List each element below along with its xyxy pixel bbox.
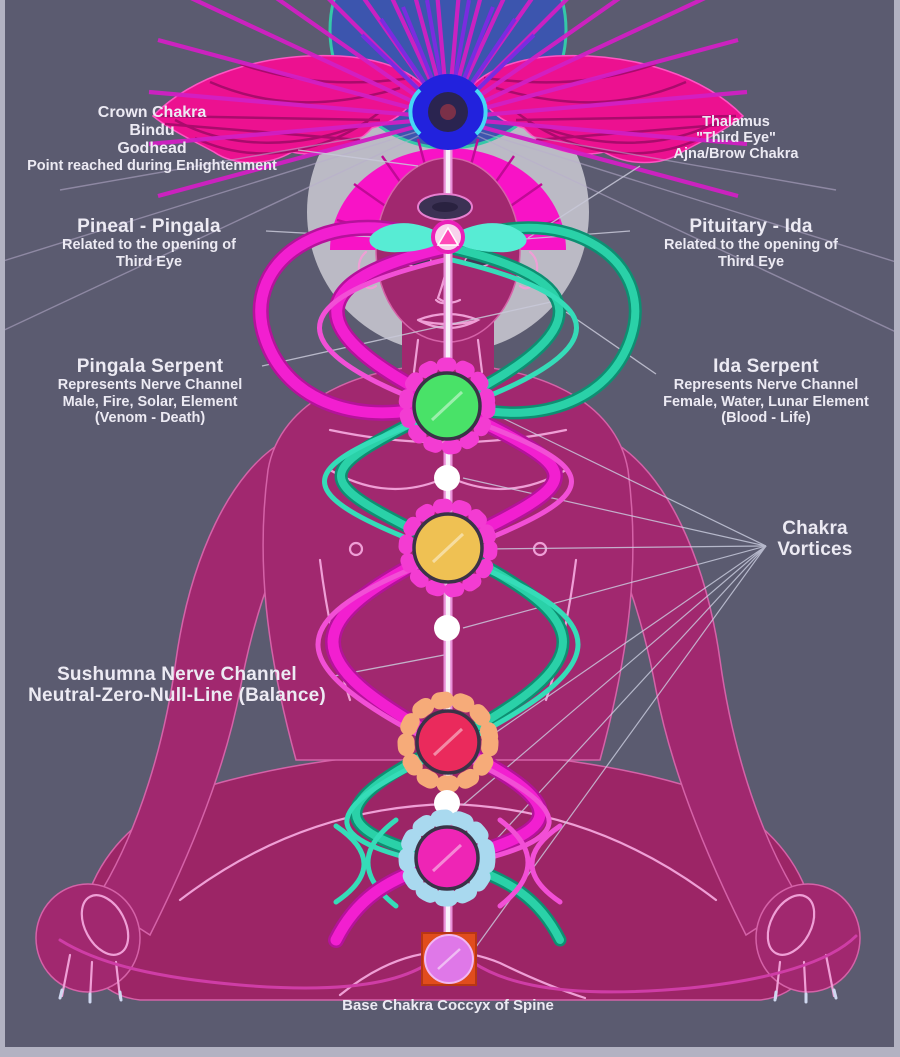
- pituitary-ida-label: Pituitary - Ida Related to the opening o…: [628, 216, 874, 270]
- label-line: "Third Eye": [696, 130, 776, 147]
- pingala-serpent-label: Pingala Serpent Represents Nerve Channel…: [22, 356, 278, 426]
- right-border-strip: [894, 0, 900, 1057]
- label-line: Represents Nerve Channel: [57, 377, 243, 394]
- label-line: (Venom - Death): [94, 409, 206, 426]
- left-hand: [35, 883, 141, 993]
- label-line: Thalamus: [702, 114, 770, 130]
- right-hand: [755, 883, 861, 993]
- label-line: Female, Water, Lunar Element: [663, 393, 869, 410]
- label-line: Chakra: [782, 518, 848, 539]
- label-line: Related to the opening of: [664, 237, 838, 254]
- base-chakra: [421, 932, 477, 986]
- label-line: Neutral-Zero-Null-Line (Balance): [28, 685, 326, 707]
- ida-serpent-label: Ida Serpent Represents Nerve Channel Fem…: [642, 356, 890, 426]
- white-node-1: [434, 465, 460, 491]
- label-line: Bindu: [129, 121, 175, 139]
- solar-plexus-chakra: [398, 498, 498, 598]
- thalamus-label: Thalamus "Third Eye" Ajna/Brow Chakra: [600, 114, 872, 163]
- label-line: Male, Fire, Solar, Element: [62, 393, 238, 410]
- white-node-3: [434, 790, 460, 816]
- ajna-third-eye: [369, 220, 527, 254]
- label-line: Godhead: [117, 139, 187, 157]
- label-title: Pingala Serpent: [76, 356, 224, 377]
- pineal-pingala-label: Pineal - Pingala Related to the opening …: [28, 216, 270, 270]
- label-line: Third Eye: [717, 253, 785, 270]
- fingernails: [58, 988, 838, 1004]
- label-line: Vortices: [777, 539, 853, 561]
- bindu-crown-chakra: [408, 74, 488, 150]
- label-line: Point reached during Enlightenment: [27, 157, 277, 174]
- left-border-strip: [0, 0, 5, 1057]
- chakra-vortices-label: Chakra Vortices: [742, 518, 888, 561]
- heart-chakra: [398, 357, 496, 455]
- thalamus-oval: [417, 193, 473, 221]
- bottom-border-strip: [0, 1047, 900, 1057]
- white-node-2: [434, 615, 460, 641]
- label-title: Pineal - Pingala: [77, 216, 221, 237]
- label-title: Ida Serpent: [713, 356, 819, 377]
- label-line: Sushumna Nerve Channel: [57, 664, 297, 685]
- label-line: Crown Chakra: [97, 104, 207, 121]
- sushumna-label: Sushumna Nerve Channel Neutral-Zero-Null…: [18, 664, 336, 707]
- label-line: (Blood - Life): [721, 409, 811, 426]
- pelvic-chakra: [398, 809, 496, 907]
- label-line: Third Eye: [115, 253, 183, 270]
- label-line: Ajna/Brow Chakra: [673, 146, 799, 163]
- base-chakra-label: Base Chakra Coccyx of Spine: [342, 997, 554, 1014]
- label-title: Pituitary - Ida: [689, 216, 813, 237]
- label-line: Related to the opening of: [62, 237, 236, 254]
- label-line: Represents Nerve Channel: [673, 377, 859, 394]
- sacral-chakra: [397, 691, 499, 793]
- crown-chakra-label: Crown Chakra Bindu Godhead Point reached…: [6, 104, 298, 174]
